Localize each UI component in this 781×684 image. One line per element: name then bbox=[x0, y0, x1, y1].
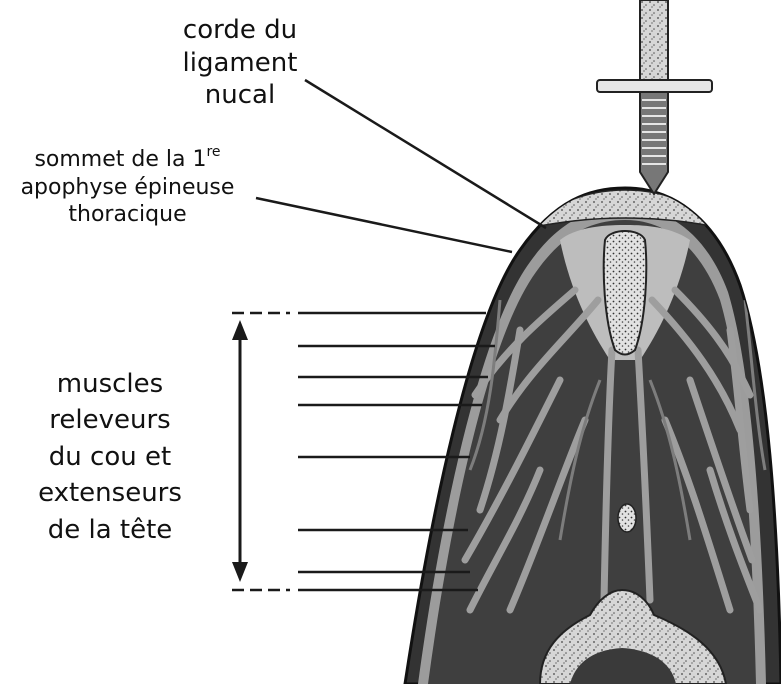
neck-cross-section bbox=[405, 188, 781, 684]
label-muscles-releveurs: muscles releveurs du cou et extenseurs d… bbox=[10, 366, 210, 548]
label-sommet-line3: thoracique bbox=[0, 201, 255, 229]
central-cord bbox=[618, 504, 636, 532]
label-muscles-line5: de la tête bbox=[10, 512, 210, 548]
label-muscles-line2: releveurs bbox=[10, 402, 210, 438]
label-sommet-apophyse: sommet de la 1re apophyse épineuse thora… bbox=[0, 146, 255, 229]
label-sommet-line1: sommet de la 1re bbox=[0, 146, 255, 174]
label-corde-ligament-nucal: corde du ligament nucal bbox=[170, 14, 310, 112]
label-sommet-line2: apophyse épineuse bbox=[0, 174, 255, 202]
spinous-process bbox=[604, 231, 647, 355]
needle-icon bbox=[597, 0, 712, 194]
label-muscles-line4: extenseurs bbox=[10, 475, 210, 511]
label-sommet-line1-text: sommet de la 1 bbox=[34, 147, 206, 172]
label-muscles-line1: muscles bbox=[10, 366, 210, 402]
range-bracket bbox=[232, 313, 290, 590]
label-muscles-line3: du cou et bbox=[10, 439, 210, 475]
leader-sommet bbox=[256, 198, 512, 252]
label-corde-line1: corde du bbox=[170, 14, 310, 47]
label-corde-line2: ligament bbox=[170, 47, 310, 80]
label-sommet-superscript: re bbox=[206, 144, 220, 160]
label-corde-line3: nucal bbox=[170, 79, 310, 112]
double-arrow-icon bbox=[232, 320, 248, 582]
leader-corde bbox=[305, 80, 546, 228]
